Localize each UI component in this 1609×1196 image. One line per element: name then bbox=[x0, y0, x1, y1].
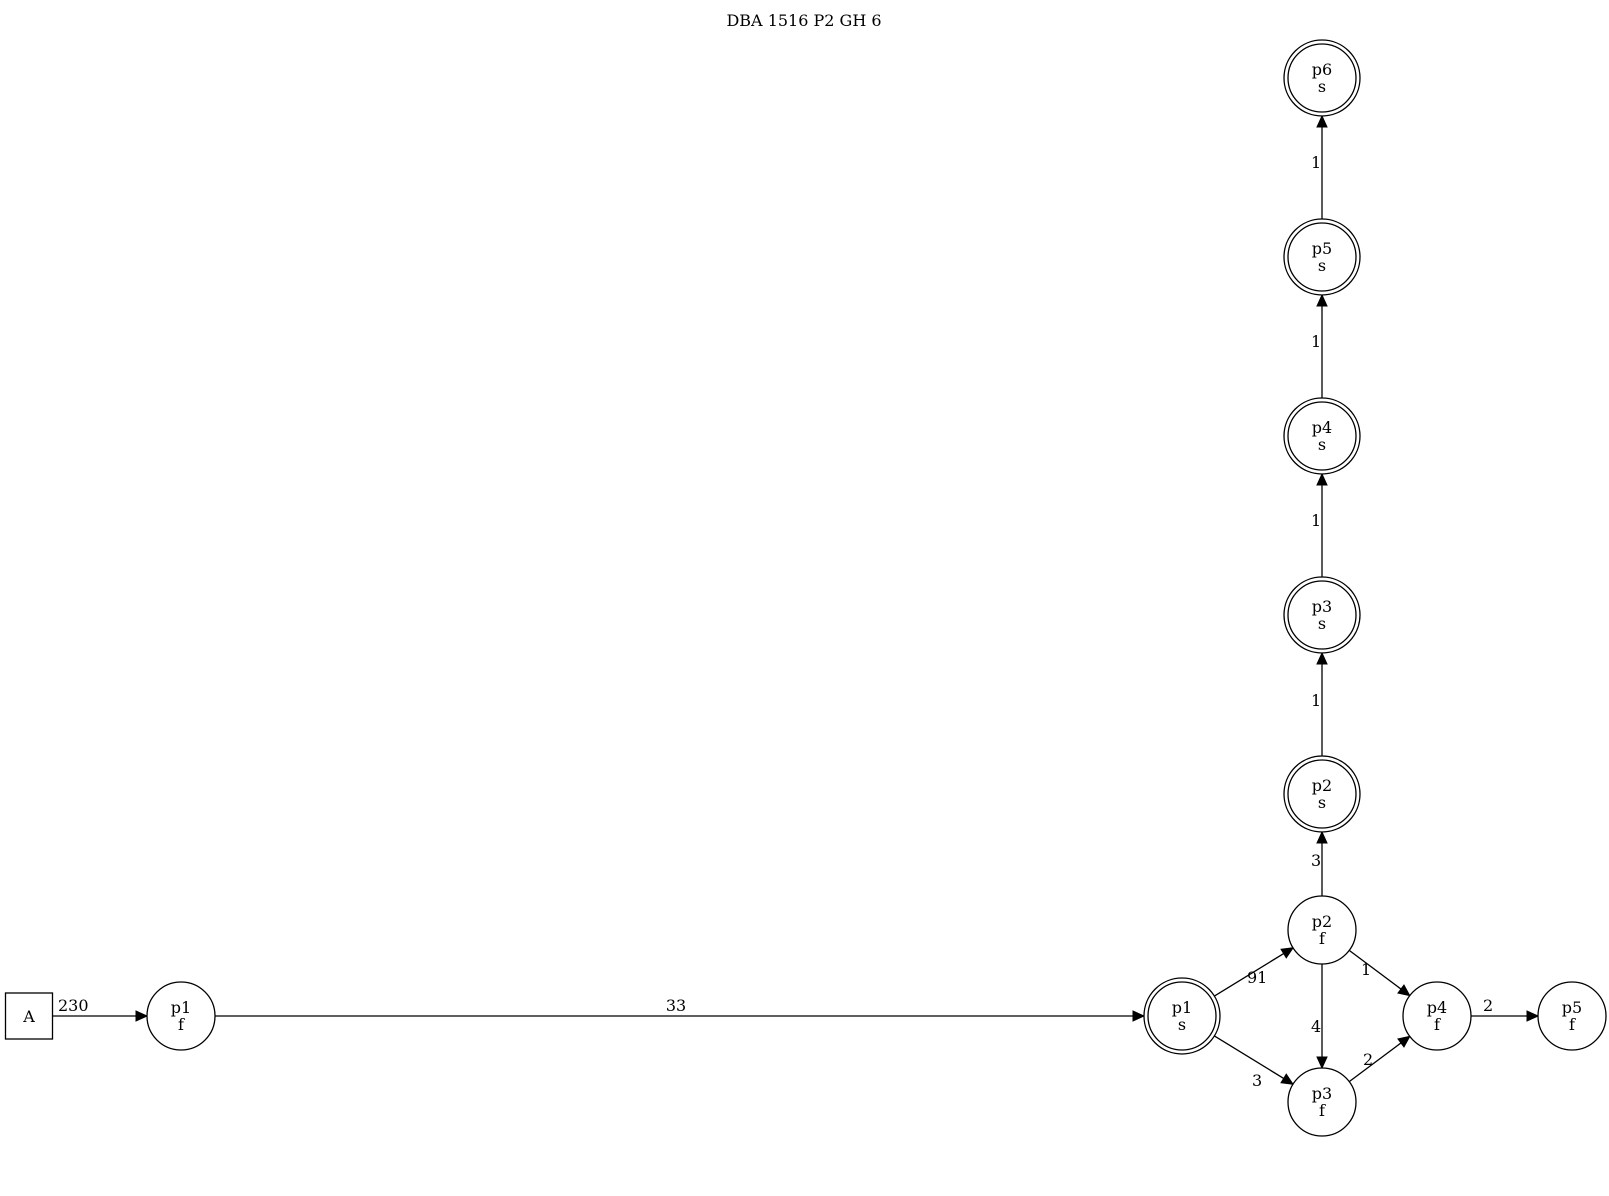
edge-line bbox=[1348, 949, 1402, 990]
graph-title: DBA 1516 P2 GH 6 bbox=[726, 11, 881, 30]
arrowhead bbox=[1316, 472, 1328, 486]
edge-p1f-p1s: 33 bbox=[215, 996, 1146, 1022]
node-p6s: p6s bbox=[1283, 39, 1361, 117]
arrowhead bbox=[1132, 1010, 1146, 1022]
edge-label: 1 bbox=[1311, 511, 1321, 530]
edge-label: 91 bbox=[1247, 968, 1267, 987]
node-circle bbox=[1287, 43, 1357, 113]
edge-p5s-p6s: 1 bbox=[1311, 114, 1328, 219]
node-p3s: p3s bbox=[1283, 576, 1361, 654]
node-label-top: p3 bbox=[1312, 597, 1332, 616]
edge-label: 2 bbox=[1363, 1050, 1373, 1069]
node-circle bbox=[1287, 895, 1357, 965]
node-circle bbox=[1537, 981, 1607, 1051]
edge-p4f-p5f: 2 bbox=[1471, 996, 1540, 1022]
edges-layer: 230 33 91 3 4 1 2 2 3 1 1 1 1 bbox=[52, 114, 1540, 1090]
node-label-top: p4 bbox=[1427, 998, 1447, 1017]
node-circle bbox=[1287, 222, 1357, 292]
node-p2s: p2s bbox=[1283, 755, 1361, 833]
edge-line bbox=[1214, 1035, 1284, 1080]
node-label-top: p1 bbox=[171, 998, 191, 1017]
node-label: A bbox=[22, 1007, 35, 1026]
node-label-bottom: s bbox=[1318, 435, 1326, 454]
edge-p2f-p2s: 3 bbox=[1311, 830, 1328, 896]
node-p1f: p1f bbox=[146, 981, 216, 1051]
node-label-bottom: s bbox=[1318, 256, 1326, 275]
edge-line bbox=[1214, 952, 1284, 997]
node-label-top: p1 bbox=[1172, 998, 1192, 1017]
node-p5f: p5f bbox=[1537, 981, 1607, 1051]
node-p3f: p3f bbox=[1287, 1067, 1357, 1137]
node-label-bottom: f bbox=[1434, 1015, 1441, 1034]
arrowhead bbox=[1316, 293, 1328, 307]
node-circle bbox=[1287, 580, 1357, 650]
node-circle bbox=[146, 981, 216, 1051]
node-box bbox=[4, 992, 54, 1040]
node-label-bottom: s bbox=[1178, 1015, 1186, 1034]
edge-label: 33 bbox=[666, 996, 686, 1015]
node-label-top: p5 bbox=[1562, 998, 1582, 1017]
arrowhead bbox=[1280, 1073, 1295, 1085]
node-label-top: p3 bbox=[1312, 1084, 1332, 1103]
node-A: A bbox=[4, 992, 54, 1040]
node-label-top: p5 bbox=[1312, 239, 1332, 258]
arrowhead bbox=[1316, 1056, 1328, 1070]
node-label-bottom: f bbox=[178, 1015, 185, 1034]
node-circle bbox=[1287, 759, 1357, 829]
edge-p2s-p3s: 1 bbox=[1311, 651, 1328, 756]
node-label-bottom: f bbox=[1319, 929, 1326, 948]
node-circle bbox=[1287, 1067, 1357, 1137]
edge-p4s-p5s: 1 bbox=[1311, 293, 1328, 398]
node-label-bottom: f bbox=[1319, 1101, 1326, 1120]
edge-label: 1 bbox=[1361, 960, 1371, 979]
arrowhead bbox=[1526, 1010, 1540, 1022]
node-label-bottom: f bbox=[1569, 1015, 1576, 1034]
arrowhead bbox=[1316, 114, 1328, 128]
edge-label: 3 bbox=[1252, 1071, 1262, 1090]
node-p4f: p4f bbox=[1402, 981, 1472, 1051]
edge-label: 2 bbox=[1483, 996, 1493, 1015]
edge-p2f-p3f: 4 bbox=[1311, 964, 1328, 1070]
edge-p3f-p4f: 2 bbox=[1348, 1035, 1411, 1083]
edge-p1s-p2f: 91 bbox=[1214, 947, 1295, 997]
node-p2f: p2f bbox=[1287, 895, 1357, 965]
node-p1s: p1s bbox=[1143, 977, 1221, 1055]
edge-p3s-p4s: 1 bbox=[1311, 472, 1328, 577]
edge-label: 1 bbox=[1311, 332, 1321, 351]
node-label-top: p2 bbox=[1312, 912, 1332, 931]
node-p5s: p5s bbox=[1283, 218, 1361, 296]
edge-p2f-p4f: 1 bbox=[1348, 949, 1411, 997]
edge-label: 3 bbox=[1311, 851, 1321, 870]
edge-label: 230 bbox=[58, 996, 89, 1015]
arrowhead bbox=[1397, 1035, 1411, 1048]
node-label-top: p4 bbox=[1312, 418, 1332, 437]
node-label-bottom: s bbox=[1318, 77, 1326, 96]
node-label-bottom: s bbox=[1318, 793, 1326, 812]
node-circle bbox=[1147, 981, 1217, 1051]
arrowhead bbox=[1316, 651, 1328, 665]
node-p4s: p4s bbox=[1283, 397, 1361, 475]
edge-label: 1 bbox=[1311, 153, 1321, 172]
node-circle bbox=[1287, 401, 1357, 471]
arrowhead bbox=[1316, 830, 1328, 844]
node-label-top: p2 bbox=[1312, 776, 1332, 795]
arrowhead bbox=[1280, 947, 1295, 959]
edge-p1s-p3f: 3 bbox=[1214, 1035, 1295, 1090]
edge-line bbox=[1348, 1042, 1402, 1083]
arrowhead bbox=[1397, 984, 1411, 997]
edge-label: 1 bbox=[1311, 691, 1321, 710]
arrowhead bbox=[135, 1010, 149, 1022]
edge-label: 4 bbox=[1311, 1017, 1321, 1036]
edge-A-p1f: 230 bbox=[52, 996, 149, 1022]
node-circle bbox=[1402, 981, 1472, 1051]
node-label-bottom: s bbox=[1318, 614, 1326, 633]
node-label-top: p6 bbox=[1312, 60, 1332, 79]
